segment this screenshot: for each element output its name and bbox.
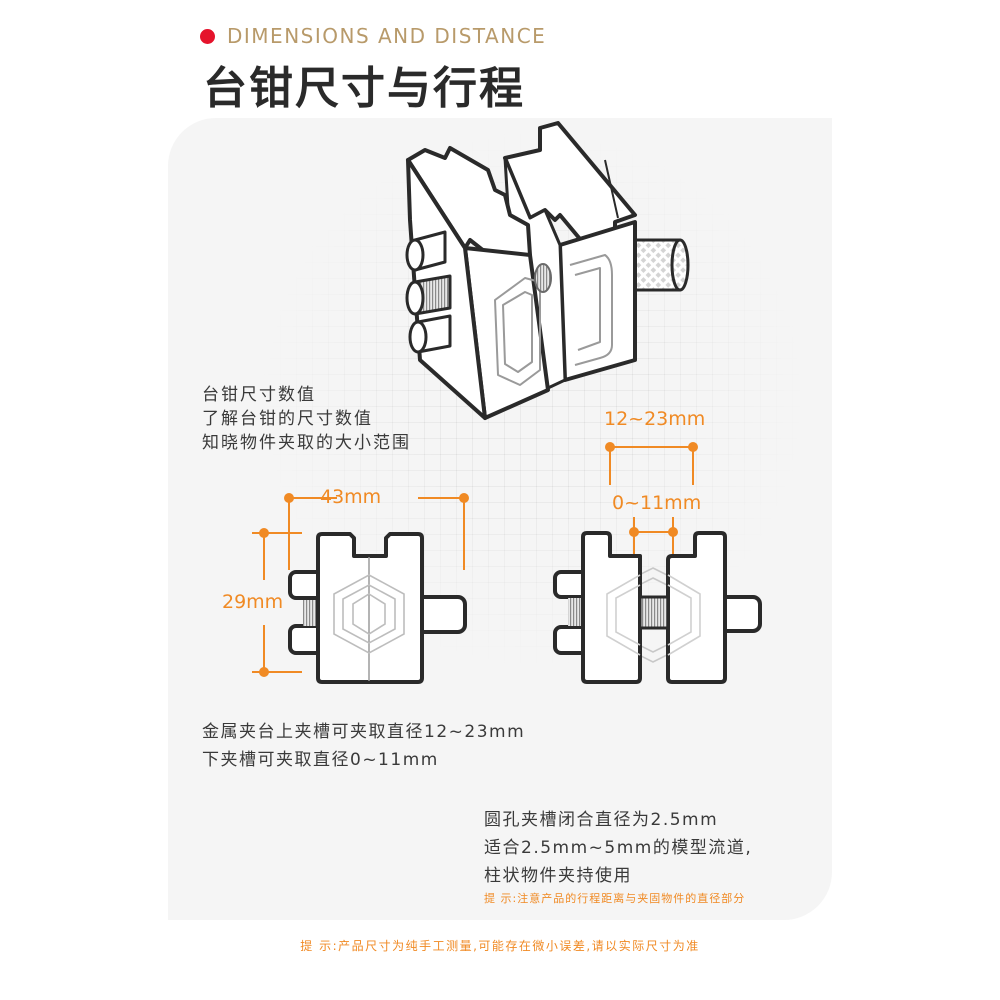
hole-info-text: 圆孔夹槽闭合直径为2.5mm 适合2.5mm~5mm的模型流道, 柱状物件夹持使… (484, 806, 752, 890)
dimension-lines (605, 442, 698, 556)
left-jaw-3d (406, 146, 552, 420)
subtitle-text: DIMENSIONS AND DISTANCE (227, 24, 547, 48)
screw-thread-outer (568, 598, 584, 626)
hole-info-line: 适合2.5mm~5mm的模型流道, (484, 838, 753, 858)
intro-line: 台钳尺寸数值 (202, 385, 316, 405)
height-dimension-label: 29mm (222, 591, 284, 613)
slot-info-line: 金属夹台上夹槽可夹取直径12~23mm (202, 722, 526, 742)
upper-slot-dimension-label: 12~23mm (604, 408, 706, 430)
section-subtitle: DIMENSIONS AND DISTANCE (200, 22, 546, 50)
measurement-disclaimer: 提 示:产品尺寸为纯手工测量,可能存在微小误差,请以实际尺寸为准 (300, 939, 700, 953)
page-title: 台钳尺寸与行程 (203, 63, 525, 114)
hole-info-line: 柱状物件夹持使用 (484, 866, 632, 886)
dimension-lines (252, 493, 469, 677)
vise-3d-icon (405, 121, 690, 420)
travel-note: 提 示:注意产品的行程距离与夹固物件的直径部分 (484, 892, 746, 905)
open-vise-diagram (553, 442, 762, 684)
intro-text: 台钳尺寸数值 了解台钳的尺寸数值 知晓物件夹取的大小范围 (202, 383, 411, 455)
knurled-knob-icon (630, 238, 690, 292)
closed-vise-diagram (252, 493, 469, 684)
slot-info-text: 金属夹台上夹槽可夹取直径12~23mm 下夹槽可夹取直径0~11mm (202, 718, 525, 774)
width-dimension-label: 43mm (320, 486, 382, 508)
intro-line: 了解台钳的尺寸数值 (202, 409, 373, 429)
right-jaw (666, 531, 727, 684)
lower-slot-dimension-label: 0~11mm (612, 492, 702, 514)
left-jaw (581, 531, 642, 684)
hole-info-line: 圆孔夹槽闭合直径为2.5mm (484, 810, 719, 830)
guide-pins-3d (405, 230, 452, 354)
slot-info-line: 下夹槽可夹取直径0~11mm (202, 750, 439, 770)
intro-line: 知晓物件夹取的大小范围 (202, 433, 411, 453)
closed-vise-body (316, 532, 424, 684)
red-dot-icon (200, 28, 215, 44)
